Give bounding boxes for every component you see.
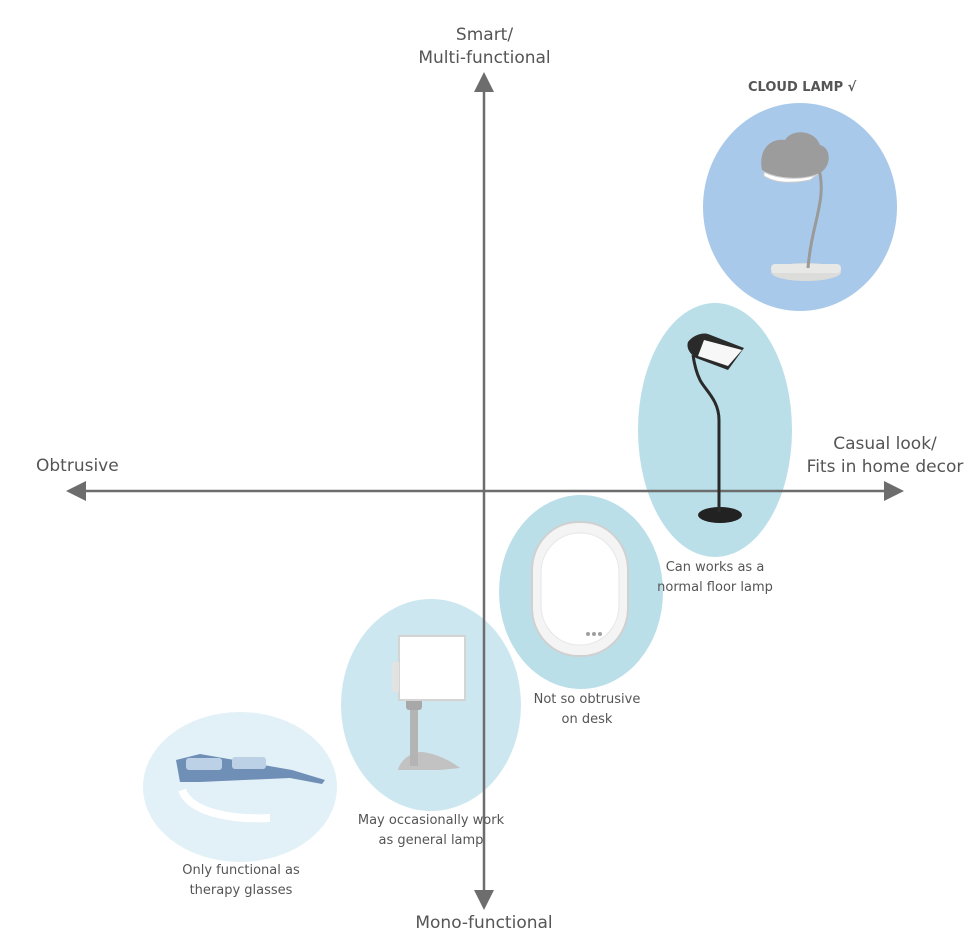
panel-lamp-caption: May occasionally work as general lamp [348,811,514,851]
right-axis-label-line2: Fits in home decor [806,457,964,477]
therapy-glasses-caption-line2: therapy glasses [189,883,293,898]
floor-lamp-caption: Can works as a normal floor lamp [645,558,785,598]
panel-lamp-caption-line1: May occasionally work [357,813,505,828]
vertical-axis [474,72,494,910]
arrow-up-icon [474,72,494,92]
panel-lamp-ellipse [341,599,521,811]
desk-lamp-caption-line2: on desk [561,712,613,727]
therapy-glasses-caption-line1: Only functional as [182,863,300,878]
therapy-glasses-ellipse [143,712,337,862]
right-axis-label-line1: Casual look/ [833,434,937,454]
arrow-right-icon [884,481,904,501]
desk-lamp-icon [531,521,629,657]
top-axis-label: Smart/ Multi-functional [414,24,555,70]
top-axis-label-line2: Multi-functional [418,48,551,68]
right-axis-label: Casual look/ Fits in home decor [800,433,970,479]
therapy-glasses-icon [176,754,325,823]
cloud-lamp-icon [761,132,841,281]
arrow-left-icon [66,481,86,501]
floor-lamp-caption-line2: normal floor lamp [657,580,773,595]
floor-lamp-caption-line1: Can works as a [665,560,765,575]
arrow-down-icon [474,890,494,910]
therapy-glasses-caption: Only functional as therapy glasses [168,861,314,901]
panel-lamp-icon [392,635,466,770]
desk-lamp-caption-line1: Not so obtrusive [533,692,641,707]
cloud-lamp-title: CLOUD LAMP √ [748,80,857,95]
cloud-lamp-ellipse [703,103,897,311]
top-axis-label-line1: Smart/ [455,25,514,45]
floor-lamp-ellipse [638,303,792,557]
floor-lamp-icon [687,333,744,523]
desk-lamp-caption: Not so obtrusive on desk [517,690,657,730]
bottom-axis-label: Mono-functional [415,913,553,933]
left-axis-label: Obtrusive [36,456,119,476]
panel-lamp-caption-line2: as general lamp [378,833,484,848]
